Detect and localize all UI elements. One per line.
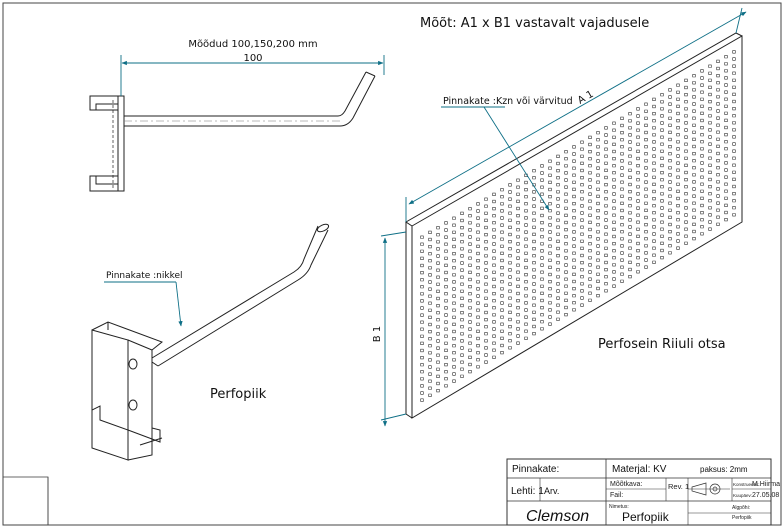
tb-file-label: Fail: bbox=[610, 492, 623, 499]
tb-quantity-label: Arv. bbox=[544, 486, 559, 496]
tb-revision: Rev. 1 bbox=[668, 482, 689, 491]
projection-symbol-icon bbox=[688, 482, 730, 496]
hook-coating-leader: Pinnakate :nikkel bbox=[104, 271, 183, 327]
tb-designer: M.Hiirma bbox=[752, 481, 780, 488]
tb-company: Clemson bbox=[526, 508, 589, 525]
dim-a-label: A 1 bbox=[576, 89, 596, 107]
tb-material: Materjal: KV bbox=[612, 464, 667, 475]
perforated-panel bbox=[405, 32, 743, 419]
hook-dim-title: Mõõdud 100,150,200 mm bbox=[188, 39, 317, 50]
hook-side-view bbox=[89, 71, 376, 192]
tb-scale-label: Mõõtkava: bbox=[610, 481, 642, 488]
hook-dim-value: 100 bbox=[243, 53, 262, 64]
margin-notes bbox=[2, 476, 49, 526]
tb-original-label: Algpõhi: bbox=[732, 505, 750, 511]
tb-date: 27.05.08 bbox=[752, 492, 779, 499]
hook-isometric-view bbox=[91, 223, 330, 461]
panel-dimension-b: B 1 bbox=[372, 231, 407, 427]
tb-finish-label: Pinnakate: bbox=[512, 464, 559, 475]
tb-date-label: Kuupäev: bbox=[733, 493, 752, 498]
hook-coating-label: Pinnakate :nikkel bbox=[106, 271, 183, 281]
tb-designer-label: Konstrueeris: bbox=[733, 482, 760, 487]
dim-b-label: B 1 bbox=[372, 326, 383, 342]
panel-coating-label: Pinnakate :Kzn või värvitud bbox=[443, 96, 573, 107]
panel-coating-leader: Pinnakate :Kzn või värvitud bbox=[441, 96, 573, 211]
tb-part-name: Perfopiik bbox=[622, 510, 670, 524]
tb-thickness: paksus: 2mm bbox=[700, 465, 748, 474]
title-block: Pinnakate: Materjal: KV paksus: 2mm Leht… bbox=[506, 458, 780, 526]
hook-label: Perfopiik bbox=[210, 387, 267, 402]
tb-original-value: Perfopiik bbox=[732, 515, 752, 521]
hook-dimension: Mõõdud 100,150,200 mm 100 bbox=[120, 39, 385, 96]
panel-label: Perfosein Riiuli otsa bbox=[598, 337, 726, 352]
size-note: Mõõt: A1 x B1 vastavalt vajadusele bbox=[420, 16, 649, 31]
tb-name-label: Nimetus: bbox=[609, 504, 629, 510]
tb-sheet: Lehti: 1 bbox=[511, 486, 544, 497]
